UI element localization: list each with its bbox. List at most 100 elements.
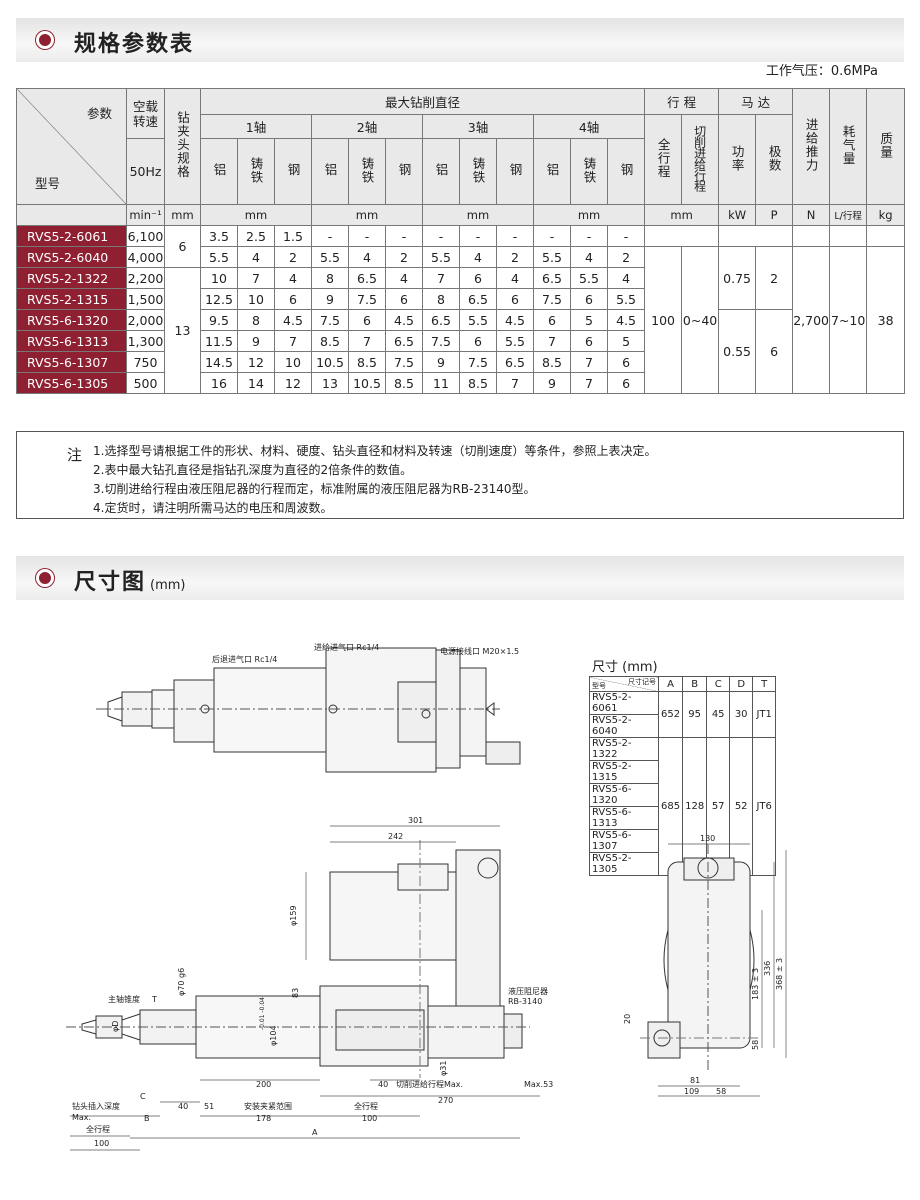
material-iron: 铸铁 <box>581 156 597 184</box>
side-view <box>66 840 530 1078</box>
poles-cell: 2 <box>755 246 794 310</box>
dim-value-cell: JT6 <box>752 737 777 876</box>
diameter-cell: 8.5 <box>459 372 497 394</box>
label-full-stroke: 全行程 <box>354 1101 378 1111</box>
diameter-cell: 7 <box>422 267 460 289</box>
diameter-cell: 10 <box>200 267 238 289</box>
dim-row: RVS5-2-6040 <box>589 714 776 738</box>
header-axis-2: 2轴 <box>311 114 423 139</box>
drawing-svg: 后退进气口 Rc1/4 进给进气口 Rc1/4 电源接线口 M20×1.5 30… <box>66 642 787 1151</box>
diameter-cell: 5.5 <box>200 246 238 268</box>
working-pressure: 工作气压：0.6MPa <box>765 64 878 79</box>
diameter-cell: 4 <box>459 246 497 268</box>
diameter-cell: 7.5 <box>311 309 349 331</box>
diameter-cell: 7.5 <box>533 288 571 310</box>
dim-model-cell: RVS5-6-1307 <box>589 829 659 853</box>
header-full-stroke: 全行程 <box>655 137 671 179</box>
diameter-cell: 6 <box>606 372 646 394</box>
diameter-cell: 14 <box>237 372 275 394</box>
diameter-cell: 5 <box>570 309 608 331</box>
material-al: 铝 <box>433 163 449 177</box>
header-axis-1: 1轴 <box>200 114 312 139</box>
diameter-cell: - <box>570 225 608 247</box>
dim-301: 301 <box>408 816 423 825</box>
header-air: 耗气量 <box>840 124 856 166</box>
dim-t: T <box>151 995 157 1004</box>
diameter-cell: 9 <box>422 351 460 373</box>
dim-58: 58 <box>751 1040 760 1050</box>
header-mass: 质量 <box>878 131 894 159</box>
diameter-cell: 4 <box>606 267 646 289</box>
diameter-cell: 6 <box>274 288 312 310</box>
diameter-cell: 4.5 <box>496 309 534 331</box>
diameter-cell: 11 <box>422 372 460 394</box>
cut-stroke-cell: 0~40 <box>681 246 720 394</box>
dim-20: 20 <box>623 1014 632 1024</box>
speed-cell: 4,000 <box>126 246 165 268</box>
speed-cell: 1,500 <box>126 288 165 310</box>
diameter-cell: 5.5 <box>496 330 534 352</box>
diameter-cell: 7 <box>496 372 534 394</box>
diameter-cell: 6.5 <box>533 267 571 289</box>
diameter-cell: 7.5 <box>422 330 460 352</box>
note-line: 4.定货时，请注明所需马达的电压和周波数。 <box>93 501 333 515</box>
diameter-cell: - <box>496 225 534 247</box>
diameter-cell: 5.5 <box>311 246 349 268</box>
front-view <box>640 844 760 1072</box>
header-cut-stroke: 切削进给行程 <box>692 125 707 191</box>
diameter-cell: 8 <box>422 288 460 310</box>
diameter-cell: 8.5 <box>385 372 423 394</box>
chuck-cell: 13 <box>164 267 201 394</box>
unit-power: kW <box>718 204 757 226</box>
diameter-cell: 10.5 <box>348 372 386 394</box>
header-model: 型号 <box>35 176 61 191</box>
diameter-cell: 7 <box>348 330 386 352</box>
diameter-cell: 6.5 <box>459 288 497 310</box>
header-thrust: 进给推力 <box>803 118 819 172</box>
diameter-cell: 6 <box>570 288 608 310</box>
material-iron: 铸铁 <box>248 156 264 184</box>
dim-row: RVS5-2-1305 <box>589 852 776 876</box>
label-max: Max. <box>72 1113 91 1122</box>
speed-cell: 1,300 <box>126 330 165 352</box>
diameter-cell: 9 <box>237 330 275 352</box>
dim-row: RVS5-6-1307 <box>589 829 776 853</box>
diameter-cell: - <box>459 225 497 247</box>
dim-242: 242 <box>388 832 403 841</box>
speed-cell: 2,000 <box>126 309 165 331</box>
material-steel: 钢 <box>285 163 301 177</box>
dim-header-sym: 尺寸记号 <box>628 678 656 686</box>
diameter-cell: - <box>311 225 349 247</box>
model-cell: RVS5-6-1313 <box>16 330 127 352</box>
bullet-icon <box>36 31 54 49</box>
diameter-cell: 10 <box>274 351 312 373</box>
diameter-cell: 5.5 <box>570 267 608 289</box>
dim-81: 81 <box>690 1076 700 1085</box>
dim-40b: 40 <box>178 1102 188 1111</box>
model-cell: RVS5-2-6061 <box>16 225 127 247</box>
dim-value-cell: JT1 <box>752 691 777 738</box>
dim-368: 368 ± 3 <box>775 958 784 990</box>
diameter-cell: 4 <box>496 267 534 289</box>
full-stroke-cell: 100 <box>644 246 683 394</box>
diameter-cell: 7.5 <box>348 288 386 310</box>
model-cell: RVS5-2-6040 <box>16 246 127 268</box>
poles-cell: 6 <box>755 309 794 394</box>
model-cell: RVS5-2-1322 <box>16 267 127 289</box>
dim-table-title: 尺寸 (mm) <box>592 660 658 675</box>
diameter-cell: 5 <box>606 330 646 352</box>
label-damper-model: RB-3140 <box>508 997 542 1006</box>
diameter-cell: 9 <box>311 288 349 310</box>
header-hz: 50Hz <box>126 138 165 205</box>
dim-model-cell: RVS5-2-6040 <box>589 714 659 738</box>
dim-max53: Max.53 <box>524 1080 553 1089</box>
diameter-cell: 5.5 <box>606 288 646 310</box>
mass-blank <box>866 225 906 247</box>
header-axis-4: 4轴 <box>532 114 646 139</box>
chuck-cell: 6 <box>164 225 201 268</box>
